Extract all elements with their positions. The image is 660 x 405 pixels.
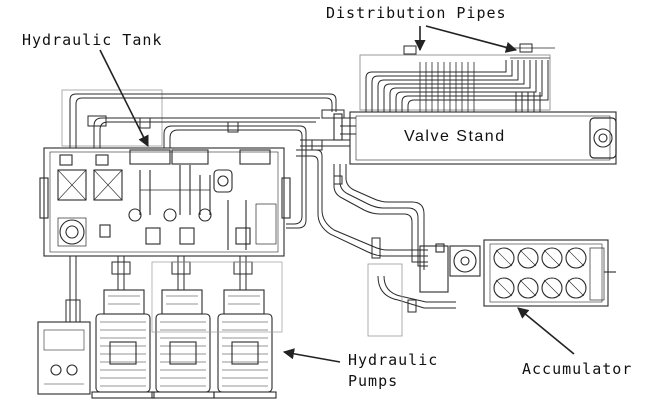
main-piping <box>296 139 456 337</box>
valve-stand-label: Valve Stand <box>404 128 506 145</box>
hydraulic-pumps-label-line1: Hydraulic <box>348 351 439 369</box>
pump-1 <box>91 289 155 399</box>
accumulator-label: Accumulator <box>522 360 633 378</box>
distribution-frame <box>359 54 551 111</box>
arrow-hydraulic-pumps <box>282 348 341 363</box>
hydraulic-pumps-label-line2: Pumps <box>348 372 399 390</box>
hydraulic-pumps-label: Hydraulic Pumps <box>348 350 438 392</box>
pump-3 <box>213 289 277 399</box>
hydraulic-pumps <box>37 261 283 399</box>
hydraulic-tank-label: Hydraulic Tank <box>22 31 163 49</box>
arrow-hydraulic-tank <box>99 49 149 148</box>
accumulator-rack <box>483 239 609 307</box>
arrow-distribution-right <box>425 25 518 53</box>
label-arrows <box>99 25 575 363</box>
control-box <box>37 321 91 395</box>
accumulator <box>419 239 616 307</box>
distribution-pipes-label: Distribution Pipes <box>326 4 507 22</box>
pump-2 <box>151 289 215 399</box>
distribution-pipes <box>359 43 555 112</box>
arrow-accumulator <box>517 307 575 355</box>
hydraulic-tank <box>39 147 291 257</box>
return-piping <box>61 89 345 229</box>
